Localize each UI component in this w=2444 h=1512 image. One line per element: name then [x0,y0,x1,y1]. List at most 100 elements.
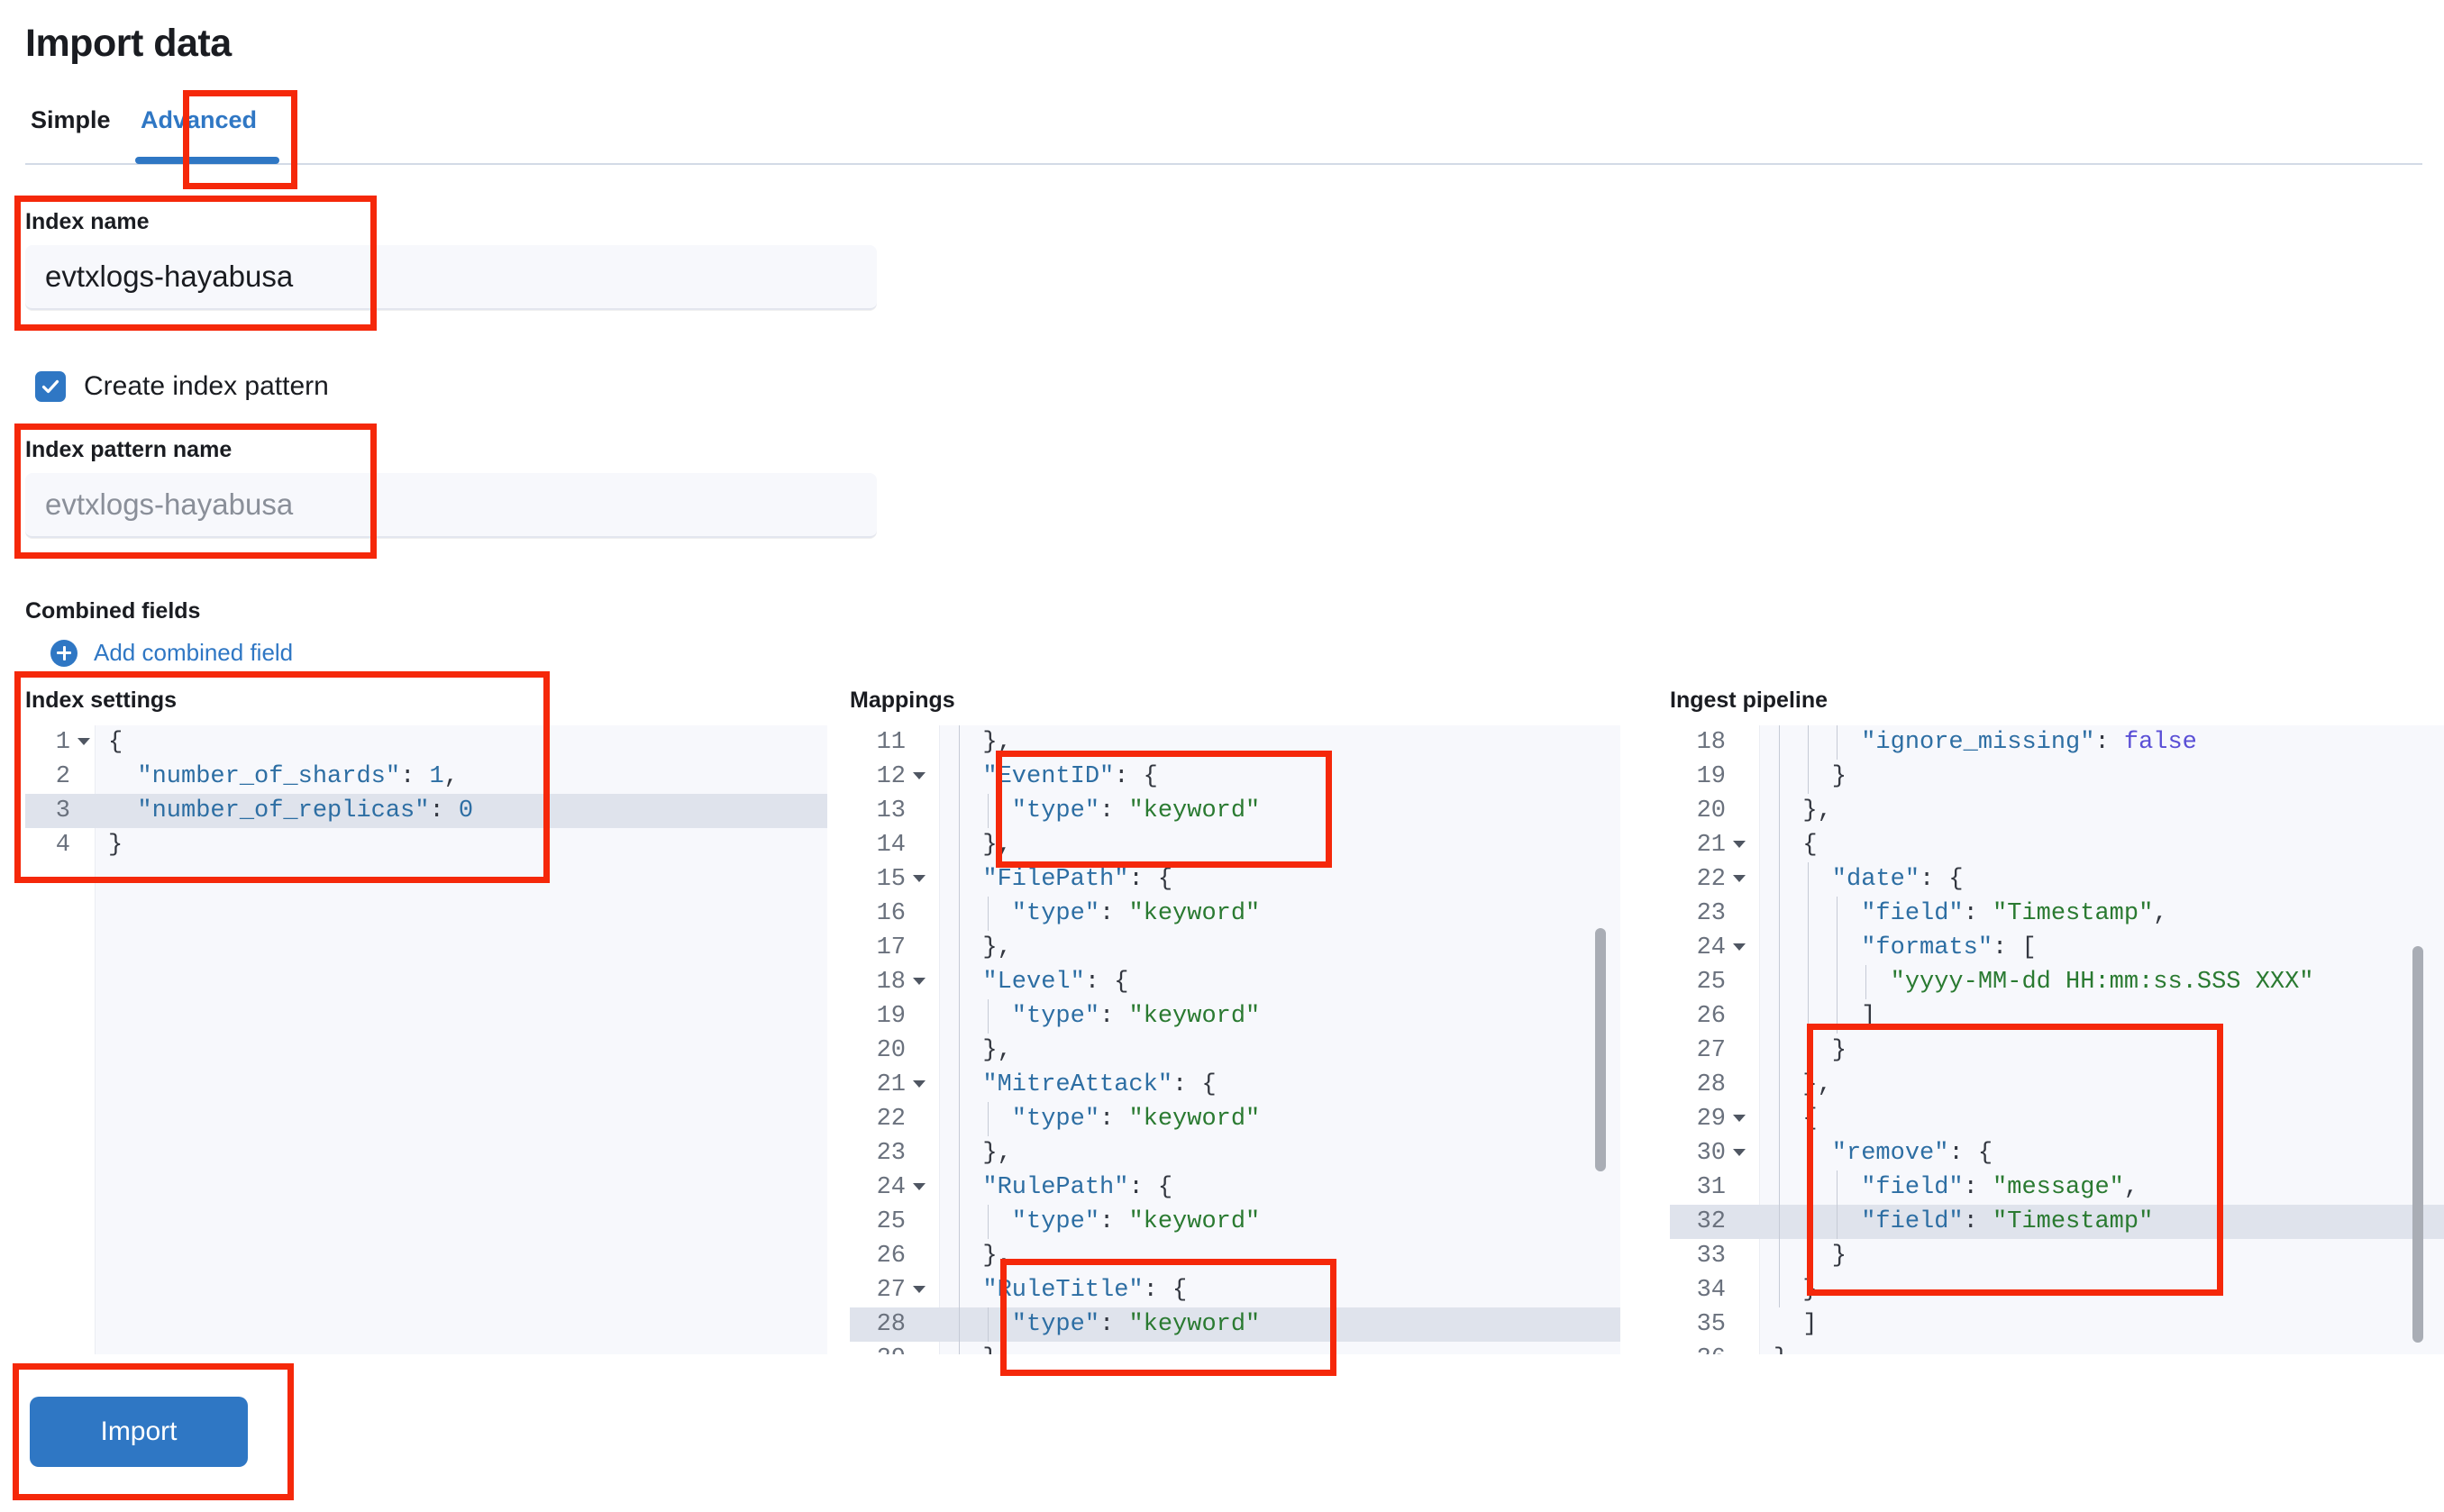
editor-line[interactable]: 2 "number_of_shards": 1, [25,760,827,794]
fold-arrow-icon[interactable] [1733,841,1746,848]
editor-line[interactable]: 32 "field": "Timestamp" [1670,1205,2444,1239]
editor-line[interactable]: 13 "type": "keyword" [850,794,1620,828]
editor-line[interactable]: 4} [25,828,827,862]
editor-line[interactable]: 1{ [25,725,827,760]
editor-line[interactable]: 28 "type": "keyword" [850,1307,1620,1342]
indent-guide [1837,931,1838,965]
editor-line[interactable]: 25 "type": "keyword" [850,1205,1620,1239]
indent-guide [959,1136,960,1170]
editor-line[interactable]: 21 "MitreAttack": { [850,1068,1620,1102]
editor-line[interactable]: 21 { [1670,828,2444,862]
editor-line[interactable]: 19 "type": "keyword" [850,999,1620,1034]
fold-arrow-icon[interactable] [913,1183,926,1190]
checkbox-checked-icon[interactable] [35,371,66,402]
line-number: 3 [55,797,70,824]
editor-line[interactable]: 22 "type": "keyword" [850,1102,1620,1136]
code-text: "EventID": { [953,763,1158,790]
editor-line[interactable]: 29 }, [850,1342,1620,1354]
editor-line[interactable]: 18 "Level": { [850,965,1620,999]
tab-simple[interactable]: Simple [25,99,116,164]
editor-line[interactable]: 12 "EventID": { [850,760,1620,794]
fold-arrow-icon[interactable] [913,875,926,882]
indent-guide [959,897,960,931]
editor-line[interactable]: 35 ] [1670,1307,2444,1342]
indent-guide [959,1102,960,1136]
tab-active-indicator [135,157,279,164]
code-text: "FilePath": { [953,866,1173,893]
indent-guide [1808,999,1809,1034]
code-text: }, [953,934,1012,961]
editor-line[interactable]: 27 } [1670,1034,2444,1068]
ingest-pipeline-title: Ingest pipeline [1670,688,1828,713]
editor-line[interactable]: 27 "RuleTitle": { [850,1273,1620,1307]
editor-line[interactable]: 34 } [1670,1273,2444,1307]
fold-arrow-icon[interactable] [913,772,926,779]
line-number: 24 [876,1174,906,1201]
editor-line[interactable]: 29 { [1670,1102,2444,1136]
code-text: "type": "keyword" [953,1208,1261,1235]
fold-arrow-icon[interactable] [1733,875,1746,882]
create-index-pattern-checkbox[interactable]: Create index pattern [35,371,329,402]
editor-line[interactable]: 23 "field": "Timestamp", [1670,897,2444,931]
editor-line[interactable]: 16 "type": "keyword" [850,897,1620,931]
code-text: }, [953,729,1012,756]
fold-arrow-icon[interactable] [78,738,90,745]
indent-guide [1779,1068,1780,1102]
editor-line[interactable]: 24 "formats": [ [1670,931,2444,965]
tab-advanced[interactable]: Advanced [135,99,262,164]
fold-arrow-icon[interactable] [1733,1149,1746,1156]
editor-line[interactable]: 11 }, [850,725,1620,760]
indent-guide [959,725,960,760]
editor-line[interactable]: 30 "remove": { [1670,1136,2444,1170]
indent-guide [1837,965,1838,999]
editor-line[interactable]: 28 }, [1670,1068,2444,1102]
fold-arrow-icon[interactable] [913,1286,926,1293]
fold-arrow-icon[interactable] [913,978,926,985]
editor-line[interactable]: 20 }, [850,1034,1620,1068]
editor-line[interactable]: 3 "number_of_replicas": 0 [25,794,827,828]
index-pattern-name-input[interactable] [25,473,877,538]
editor-line[interactable]: 17 }, [850,931,1620,965]
mappings-scrollbar[interactable] [1595,928,1606,1171]
code-text: }, [1774,1071,1832,1098]
editor-line[interactable]: 24 "RulePath": { [850,1170,1620,1205]
indent-guide [959,1342,960,1354]
editor-line[interactable]: 20 }, [1670,794,2444,828]
indent-guide [959,794,960,828]
editor-line[interactable]: 31 "field": "message", [1670,1170,2444,1205]
code-text: { [1774,1106,1818,1133]
editor-line[interactable]: 19 } [1670,760,2444,794]
editor-line[interactable]: 14 }, [850,828,1620,862]
indent-guide [1808,725,1809,760]
line-number: 16 [876,900,906,927]
fold-arrow-icon[interactable] [913,1080,926,1088]
mappings-editor[interactable]: 11 },12 "EventID": {13 "type": "keyword"… [850,725,1620,1354]
editor-line[interactable]: 26 }, [850,1239,1620,1273]
indent-guide [959,1205,960,1239]
import-button[interactable]: Import [30,1397,248,1467]
fold-arrow-icon[interactable] [1733,1115,1746,1122]
editor-line[interactable]: 26 ] [1670,999,2444,1034]
line-number: 20 [876,1037,906,1064]
editor-line[interactable]: 25 "yyyy-MM-dd HH:mm:ss.SSS XXX" [1670,965,2444,999]
index-settings-editor[interactable]: 1{2 "number_of_shards": 1,3 "number_of_r… [25,725,827,1354]
editor-line[interactable]: 22 "date": { [1670,862,2444,897]
code-text: { [108,729,123,756]
index-name-input[interactable] [25,245,877,310]
ingest-pipeline-scrollbar[interactable] [2412,946,2423,1343]
editor-line[interactable]: 23 }, [850,1136,1620,1170]
editor-line[interactable]: 15 "FilePath": { [850,862,1620,897]
editor-line[interactable]: 33 } [1670,1239,2444,1273]
code-text: }, [953,1140,1012,1167]
editor-line[interactable]: 18 "ignore_missing": false [1670,725,2444,760]
line-number: 32 [1696,1208,1726,1235]
line-number: 12 [876,763,906,790]
line-number: 19 [876,1003,906,1030]
fold-arrow-icon[interactable] [1733,943,1746,951]
editor-line[interactable]: 36} [1670,1342,2444,1354]
line-number: 17 [876,934,906,961]
add-combined-field-button[interactable]: Add combined field [50,639,293,667]
code-text: { [1774,832,1818,859]
